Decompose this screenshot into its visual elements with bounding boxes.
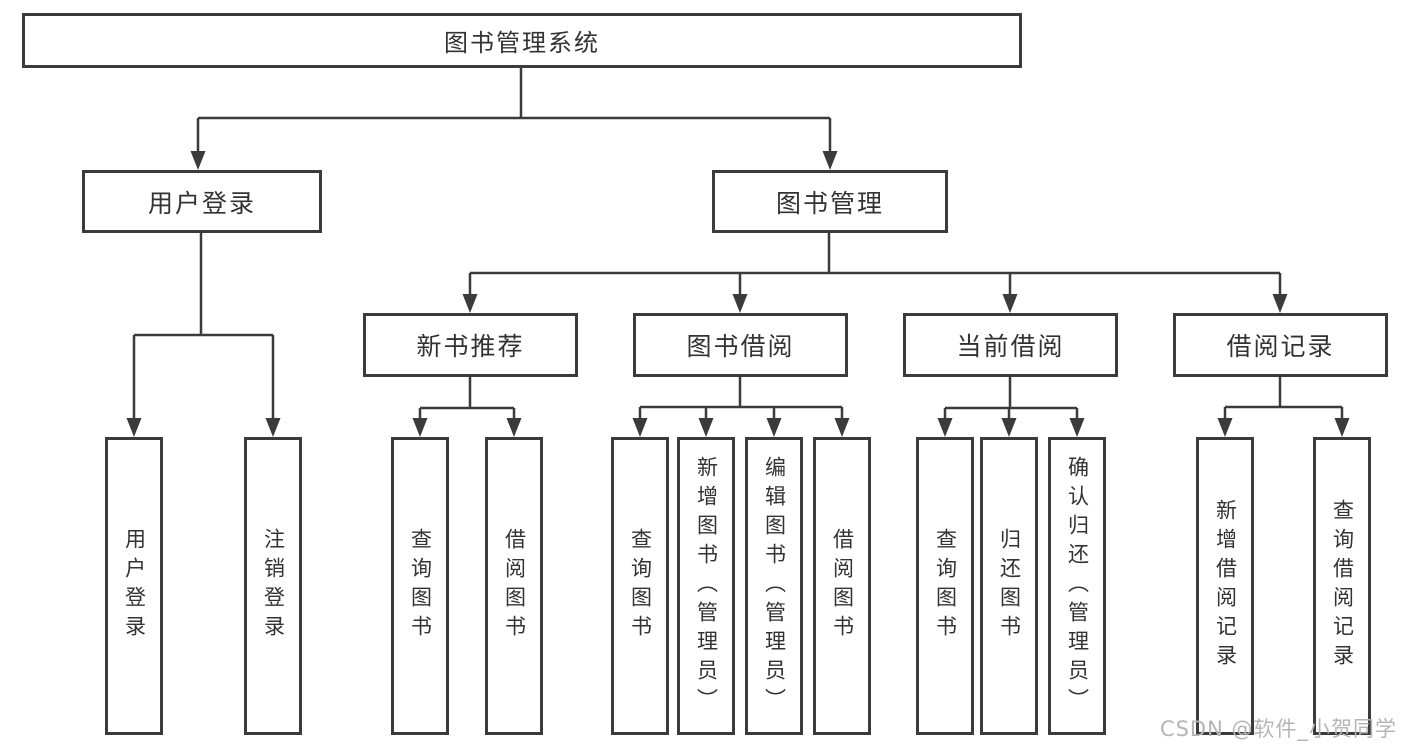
leaf-confirm-return-admin-label: 确认归还（管理员） xyxy=(1065,455,1090,717)
leaf-borrow-books-2-label: 借阅图书 xyxy=(830,528,855,644)
leaf-borrow-books-1-label: 借阅图书 xyxy=(502,528,527,644)
leaf-query-books-2-label: 查询图书 xyxy=(628,528,653,644)
leaf-edit-books-admin: 编辑图书（管理员） xyxy=(745,437,803,735)
leaf-user-login-label: 用户登录 xyxy=(122,528,147,644)
leaf-query-books-1: 查询图书 xyxy=(391,437,449,735)
leaf-add-borrow-record: 新增借阅记录 xyxy=(1196,437,1254,735)
leaf-user-login: 用户登录 xyxy=(105,437,163,735)
leaf-logout: 注销登录 xyxy=(244,437,302,735)
leaf-query-borrow-record: 查询借阅记录 xyxy=(1313,437,1371,735)
node-library-management-system: 图书管理系统 xyxy=(22,13,1022,68)
leaf-query-books-3: 查询图书 xyxy=(916,437,974,735)
csdn-watermark: CSDN @软件_小贺同学 xyxy=(1159,717,1397,741)
leaf-query-borrow-record-label: 查询借阅记录 xyxy=(1330,499,1355,673)
node-user-login: 用户登录 xyxy=(82,170,322,233)
node-new-book-recommend: 新书推荐 xyxy=(363,313,578,377)
leaf-add-books-admin-label: 新增图书（管理员） xyxy=(694,455,719,717)
leaf-confirm-return-admin: 确认归还（管理员） xyxy=(1048,437,1106,735)
leaf-logout-label: 注销登录 xyxy=(261,528,286,644)
leaf-return-books: 归还图书 xyxy=(980,437,1038,735)
leaf-borrow-books-1: 借阅图书 xyxy=(485,437,543,735)
leaf-borrow-books-2: 借阅图书 xyxy=(813,437,871,735)
leaf-add-borrow-record-label: 新增借阅记录 xyxy=(1213,499,1238,673)
leaf-edit-books-admin-label: 编辑图书（管理员） xyxy=(762,455,787,717)
node-book-borrow: 图书借阅 xyxy=(633,313,848,377)
node-current-borrow: 当前借阅 xyxy=(903,313,1118,377)
leaf-return-books-label: 归还图书 xyxy=(997,528,1022,644)
leaf-add-books-admin: 新增图书（管理员） xyxy=(677,437,735,735)
leaf-query-books-1-label: 查询图书 xyxy=(408,528,433,644)
node-borrow-records: 借阅记录 xyxy=(1173,313,1388,377)
leaf-query-books-2: 查询图书 xyxy=(611,437,669,735)
leaf-query-books-3-label: 查询图书 xyxy=(933,528,958,644)
node-book-management: 图书管理 xyxy=(712,170,948,233)
